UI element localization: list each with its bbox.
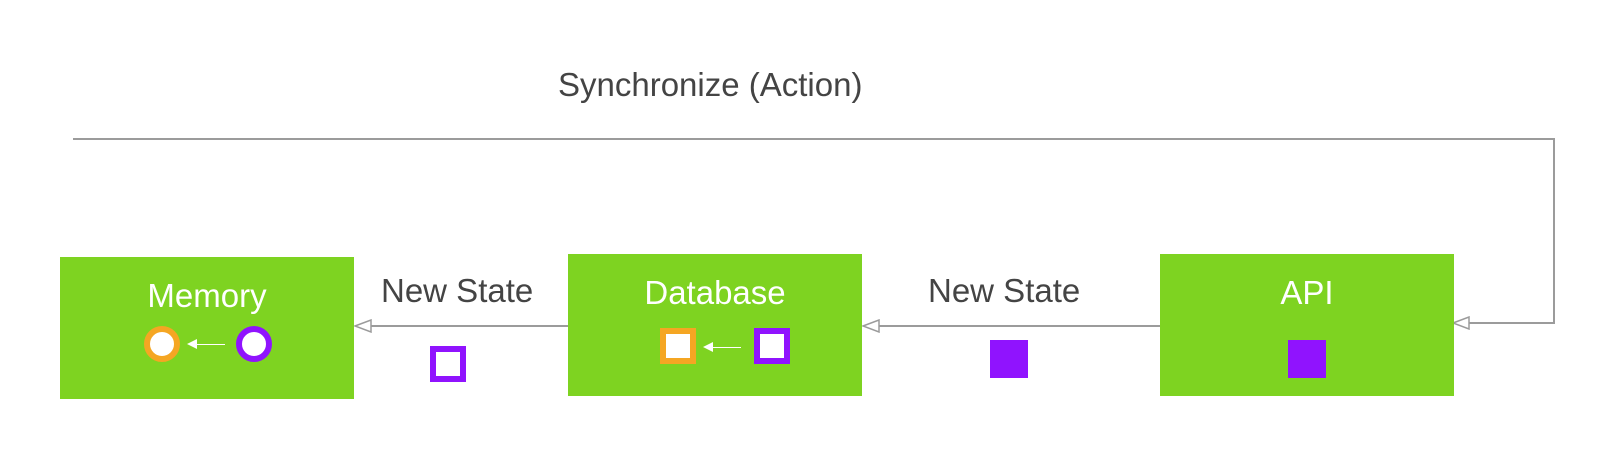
memory-label: Memory: [147, 277, 267, 314]
db-to-memory-label: New State: [381, 272, 534, 309]
purple-filled-square-token: [990, 340, 1028, 378]
api-to-db-line: [874, 325, 1160, 327]
database-node: Database: [568, 254, 862, 396]
synchronize-label: Synchronize (Action): [558, 66, 863, 103]
database-label: Database: [644, 274, 786, 311]
sync-loop-return-line: [1458, 322, 1555, 324]
mini-arrow-icon: [187, 339, 225, 349]
purple-filled-square-token: [1288, 340, 1326, 378]
api-node: API: [1160, 254, 1454, 396]
orange-ring-token: [144, 326, 180, 362]
db-to-memory-arrowhead: [354, 319, 372, 333]
purple-ring-token: [236, 326, 272, 362]
purple-outline-square-token: [754, 328, 790, 364]
memory-node: Memory: [60, 257, 354, 399]
orange-outline-square-token: [660, 328, 696, 364]
api-label: API: [1280, 274, 1334, 311]
api-to-db-label: New State: [928, 272, 1081, 309]
db-to-memory-line: [366, 325, 568, 327]
sync-loop-arrowhead: [1452, 316, 1470, 330]
mini-arrow-icon: [703, 342, 741, 352]
purple-outline-square-token: [430, 346, 466, 382]
api-to-db-arrowhead: [862, 319, 880, 333]
sync-loop-top-line: [73, 138, 1555, 140]
sync-loop-right-line: [1553, 138, 1555, 324]
